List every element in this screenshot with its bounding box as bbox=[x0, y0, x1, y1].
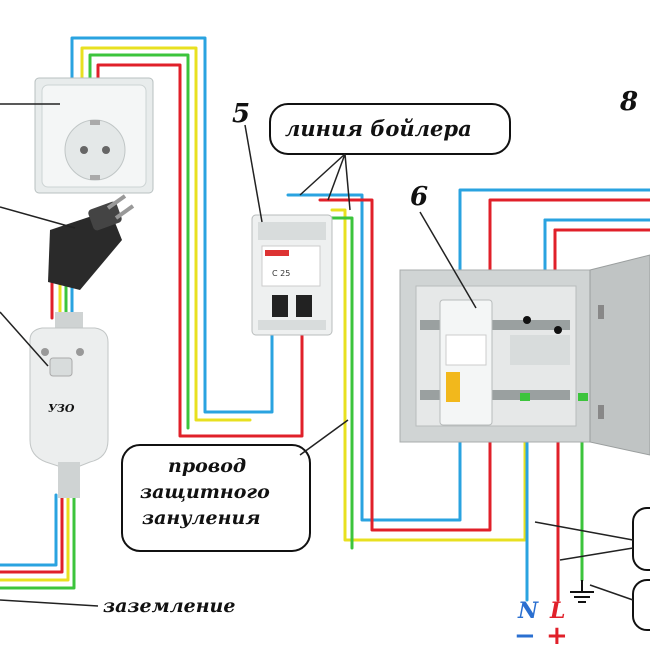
breaker-rating: C 25 bbox=[272, 269, 290, 278]
protective-neutral-line3: зануления bbox=[142, 507, 260, 529]
double-breaker: C 25 bbox=[251, 214, 333, 336]
leader-rcd bbox=[0, 311, 49, 367]
earth-wire-socket bbox=[80, 46, 252, 422]
ground-symbol bbox=[570, 580, 594, 603]
protective-neutral-line2: защитного bbox=[140, 481, 270, 503]
leader-plug bbox=[0, 206, 76, 229]
socket-wires bbox=[70, 36, 304, 438]
phase-wire-socket bbox=[96, 63, 304, 438]
earth-wire-socket-green bbox=[88, 53, 190, 430]
protective-neutral-line1: провод bbox=[168, 455, 246, 477]
leader-6 bbox=[419, 211, 477, 309]
plug bbox=[48, 194, 135, 290]
neutral-label: N bbox=[517, 598, 539, 624]
neutral-wire-socket bbox=[70, 36, 274, 414]
leader-grounding bbox=[0, 599, 99, 607]
rcd-output-cable bbox=[0, 493, 76, 590]
rcd-device: УЗО bbox=[29, 312, 109, 498]
rcd-label: УЗО bbox=[48, 402, 75, 415]
breaker-to-panel-wires bbox=[286, 188, 650, 550]
plus-sign: + bbox=[546, 621, 568, 650]
wall-socket bbox=[34, 77, 154, 194]
distribution-panel bbox=[399, 254, 650, 456]
protective-neutral-callout: провод защитного зануления bbox=[121, 419, 349, 552]
leader-5 bbox=[244, 124, 263, 223]
boiler-line-callout: линия бойлера bbox=[269, 103, 511, 211]
callout-8: 8 bbox=[619, 87, 638, 117]
minus-sign: − bbox=[514, 621, 536, 650]
partial-callout-bottom bbox=[632, 579, 650, 631]
callout-5: 5 bbox=[232, 99, 250, 129]
phase-label: L bbox=[549, 598, 565, 624]
boiler-line-label: линия бойлера bbox=[285, 116, 472, 141]
partial-callout-top bbox=[632, 507, 650, 571]
grounding-label: заземление bbox=[103, 595, 235, 617]
callout-6: 6 bbox=[410, 182, 428, 212]
